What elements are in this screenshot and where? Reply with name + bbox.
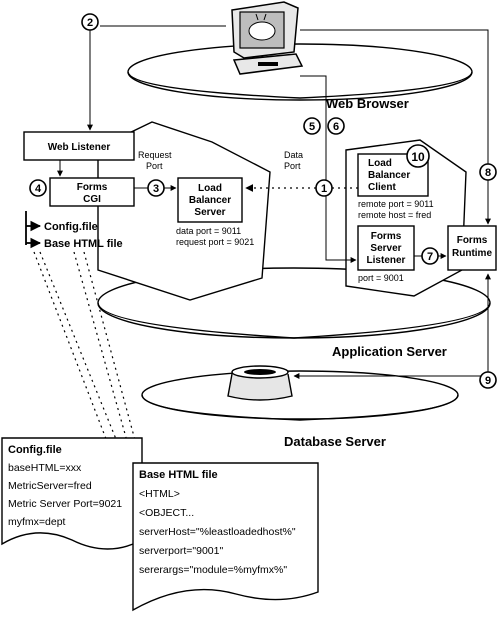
config-doc-line-4: myfmx=dept	[8, 516, 66, 528]
base-html-link: Base HTML file	[44, 238, 123, 250]
lbc-label-1: Load	[368, 158, 392, 169]
step-5-badge: 5	[303, 117, 321, 135]
fsl-label-3: Listener	[367, 255, 406, 266]
step-2-badge: 2	[81, 13, 99, 31]
svg-text:7: 7	[427, 251, 433, 263]
lbc-label-3: Client	[368, 182, 396, 193]
forms-runtime-box	[447, 225, 497, 271]
svg-text:3: 3	[153, 183, 159, 195]
fsl-label-1: Forms	[371, 231, 402, 242]
html-doc-line-1: <HTML>	[139, 488, 180, 500]
config-doc-line-1: baseHTML=xxx	[8, 462, 82, 474]
forms-cgi-label-2: CGI	[83, 194, 101, 205]
request-port-label-2: Port	[146, 161, 163, 171]
svg-text:1: 1	[321, 183, 327, 195]
computer-icon	[231, 1, 304, 75]
config-trail-2	[39, 251, 119, 445]
web-listener-box	[23, 131, 135, 161]
web-listener-label: Web Listener	[48, 142, 111, 153]
step-9-badge: 9	[479, 371, 497, 389]
forms-cgi-box	[49, 177, 135, 207]
svg-text:8: 8	[485, 167, 491, 179]
step-8-badge: 8	[479, 163, 497, 181]
database-icon	[227, 365, 293, 401]
lbs-label-2: Balancer	[189, 195, 231, 206]
forms-server-listener-box	[357, 225, 415, 271]
forms-cgi-label-1: Forms	[77, 182, 108, 193]
html-doc-line-3: serverHost="%leastloadedhost%"	[139, 526, 296, 538]
html-doc-line-5: sererargs="module=%myfmx%"	[139, 564, 287, 576]
step-4-badge: 4	[29, 179, 47, 197]
step-3-badge: 3	[147, 179, 165, 197]
lbs-request-port: request port = 9021	[176, 237, 254, 247]
step-1-badge: 1	[315, 179, 333, 197]
config-doc-line-2: MetricServer=fred	[8, 480, 92, 492]
config-trail	[33, 251, 109, 445]
svg-text:2: 2	[87, 17, 93, 29]
browser-to-runtime-line	[300, 29, 491, 225]
config-doc-line-3: Metric Server Port=9021	[8, 498, 122, 510]
data-port-label-2: Port	[284, 161, 301, 171]
svg-text:5: 5	[309, 121, 315, 133]
config-file-document: Config.file baseHTML=xxx MetricServer=fr…	[1, 437, 143, 550]
lbc-remote-port: remote port = 9011	[358, 199, 434, 209]
web-browser-label: Web Browser	[326, 96, 409, 111]
request-port-label-1: Request	[138, 150, 172, 160]
svg-text:9: 9	[485, 375, 491, 387]
application-server-label: Application Server	[332, 344, 447, 359]
base-html-document: Base HTML file <HTML> <OBJECT... serverH…	[132, 462, 319, 612]
config-file-link: Config.file	[44, 221, 98, 233]
web-browser-platform	[127, 43, 473, 101]
html-doc-line-4: serverport="9001"	[139, 545, 223, 557]
svg-text:4: 4	[35, 183, 42, 195]
fsl-label-2: Server	[370, 243, 401, 254]
database-server-label: Database Server	[284, 434, 386, 449]
step-10-badge: 10	[406, 144, 430, 168]
lbs-label-1: Load	[198, 183, 222, 194]
forms-runtime-label-1: Forms	[457, 235, 488, 246]
lbc-remote-host: remote host = fred	[358, 210, 431, 220]
html-trail	[73, 251, 135, 467]
lbc-label-2: Balancer	[368, 170, 410, 181]
svg-text:10: 10	[411, 150, 425, 164]
step-7-badge: 7	[421, 247, 439, 265]
browser-to-fsl-line	[300, 75, 357, 263]
forms-runtime-label-2: Runtime	[452, 248, 492, 259]
config-doc-title: Config.file	[8, 444, 62, 456]
step-6-badge: 6	[327, 117, 345, 135]
lbs-data-port: data port = 9011	[176, 226, 241, 236]
html-doc-line-2: <OBJECT...	[139, 507, 194, 519]
lbs-label-3: Server	[194, 207, 225, 218]
html-doc-title: Base HTML file	[139, 469, 218, 481]
html-trail-2	[83, 251, 143, 467]
svg-text:6: 6	[333, 121, 339, 133]
database-server-platform	[141, 370, 459, 421]
fsl-port: port = 9001	[358, 273, 404, 283]
load-balancer-server-box	[177, 177, 243, 223]
data-port-label-1: Data	[284, 150, 303, 160]
